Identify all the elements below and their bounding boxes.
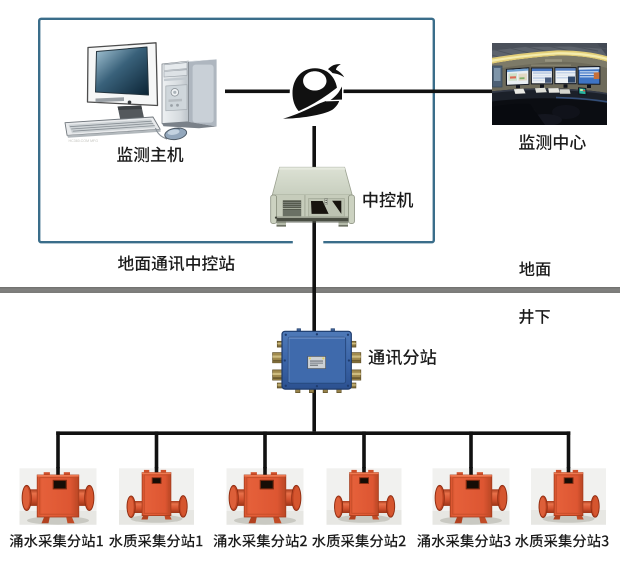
svg-text:HC360.COM MFG: HC360.COM MFG: [69, 139, 99, 143]
